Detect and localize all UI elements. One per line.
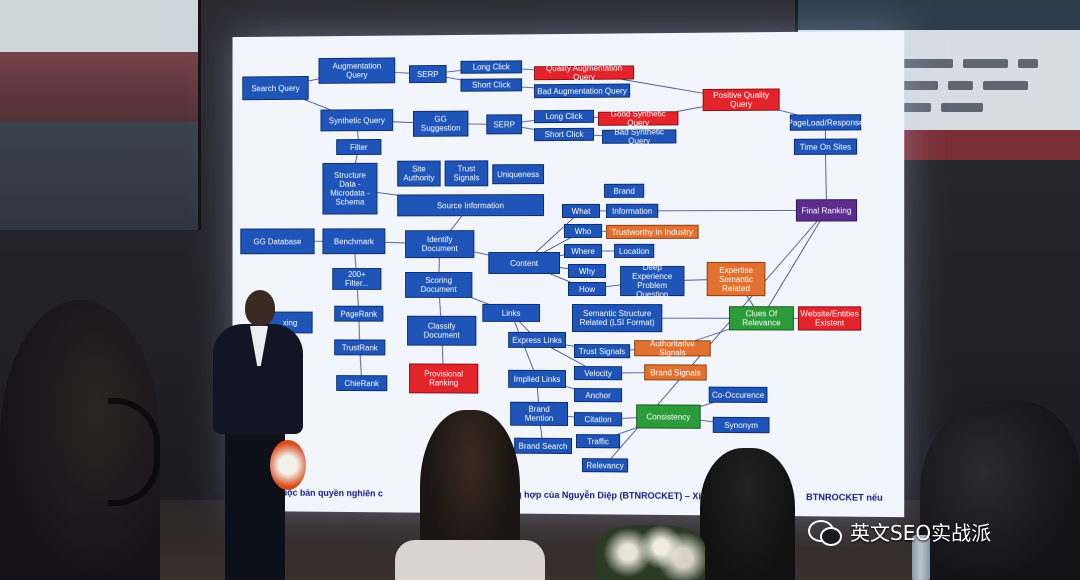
flow-box-short-click-2: Short Click xyxy=(534,127,595,142)
flow-box-bad-augmentation-query: Bad Augmentation Query xyxy=(534,83,631,99)
flow-box-clues-of-relevance: Clues Of Relevance xyxy=(728,306,794,331)
flow-box-where: Where xyxy=(564,243,603,258)
flow-box-traffic: Traffic xyxy=(575,434,621,449)
watermark: 英文SEO实战派 xyxy=(808,514,991,548)
flow-box-synonym: Synonym xyxy=(712,416,770,434)
flow-box-bad-synthetic-query: Bad Synthetic Query xyxy=(602,127,677,146)
flow-box-short-click-1: Short Click xyxy=(460,78,523,92)
connector-clues-of-relevance-to-final-ranking xyxy=(761,210,826,318)
flow-box-filter: Filter xyxy=(336,138,382,156)
flow-box-trustworthy-industry: Trustworthy In Industry xyxy=(606,224,699,239)
flow-box-consistency: Consistency xyxy=(636,404,701,429)
flow-box-scoring-document: Scoring Document xyxy=(405,272,473,298)
flow-box-trustrank: TrustRank xyxy=(334,339,386,356)
speaker-head xyxy=(245,290,275,326)
wechat-icon xyxy=(808,518,842,546)
flow-box-brand: Brand xyxy=(604,183,645,198)
flow-box-relevancy: Relevancy xyxy=(582,458,629,473)
water-bottle xyxy=(912,535,930,580)
flow-box-deep-experience: Deep Experience Problem Question xyxy=(620,263,685,299)
flow-box-filter-200: 200+ Filter... xyxy=(332,268,382,290)
flow-box-quality-augmentation-query: Quality Augmentation Query xyxy=(534,64,635,82)
speaker xyxy=(205,290,305,580)
flower-arrangement xyxy=(595,525,705,580)
flow-box-classify-document: Classify Document xyxy=(407,315,477,346)
flow-box-links: Links xyxy=(482,303,541,322)
left-side-screen xyxy=(0,0,201,230)
flow-box-velocity: Velocity xyxy=(573,366,623,381)
flow-box-semantic-structure: Semantic Structure Related (LSI Format) xyxy=(571,304,663,333)
audience-member-far-right xyxy=(920,400,1080,580)
flow-box-pageload-response: PageLoad/Response xyxy=(787,114,864,131)
flow-box-search-query: Search Query xyxy=(242,75,309,101)
flow-box-benchmark: Benchmark xyxy=(322,228,386,255)
flow-box-why: Why xyxy=(567,263,607,279)
flow-box-long-click-1: Long Click xyxy=(460,60,523,74)
flow-box-anchor: Anchor xyxy=(573,388,623,403)
flow-box-citation: Citation xyxy=(573,412,623,427)
audience-shirt xyxy=(395,540,545,580)
audience-member-right xyxy=(700,448,795,580)
flow-box-expertise-semantic: Expertise Semantic Related xyxy=(706,261,766,297)
flow-box-serp-1: SERP xyxy=(409,64,447,84)
flow-box-final-ranking: Final Ranking xyxy=(795,199,858,222)
flow-box-who: Who xyxy=(564,223,603,238)
flow-box-uniqueness: Uniqueness xyxy=(492,164,545,185)
flow-box-augmentation-query: Augmentation Query xyxy=(318,57,396,84)
flow-box-time-on-sites: Time On Sites xyxy=(793,138,858,155)
flow-box-what: What xyxy=(562,203,601,219)
flow-box-long-click-2: Long Click xyxy=(534,109,595,124)
flow-box-structure-data: Structure Data - Microdata - Schema xyxy=(322,162,378,215)
flow-box-gg-suggestion: GG Suggestion xyxy=(412,110,469,137)
flow-box-source-information: Source Information xyxy=(397,194,545,217)
flow-box-synthetic-query: Synthetic Query xyxy=(320,109,394,132)
flow-box-brand-signals: Brand Signals xyxy=(644,364,707,381)
flow-box-location: Location xyxy=(614,243,655,258)
flow-box-provisional-ranking: Provisional Ranking xyxy=(409,363,479,394)
flow-box-identify-document: Identify Document xyxy=(405,230,475,259)
flow-box-authoritative-signals: Authoritative Signals xyxy=(634,339,711,357)
flow-box-how: How xyxy=(567,282,607,297)
flow-box-serp-2: SERP xyxy=(486,114,523,135)
left-screen-banner xyxy=(0,0,198,52)
flow-box-brand-mention: Brand Mention xyxy=(510,401,568,427)
watermark-text: 英文SEO实战派 xyxy=(850,520,992,545)
flow-box-good-synthetic-query: Good Synthetic Query xyxy=(598,109,679,128)
flow-box-implied-links: Implied Links xyxy=(508,369,566,389)
flow-box-express-links: Express Links xyxy=(508,331,566,349)
flow-box-pagerank: PageRank xyxy=(334,305,384,322)
caption-part-2: tổng hợp của Nguyễn Diệp (BTNROCKET) – X… xyxy=(502,489,725,502)
rocket-logo-badge xyxy=(270,440,306,490)
caption-part-3: BTNROCKET nếu có trích dẫn... xyxy=(806,492,886,503)
right-screen-header xyxy=(798,0,1080,30)
flow-box-information: Information xyxy=(606,203,659,218)
flow-box-content: Content xyxy=(488,252,561,274)
flow-box-brand-search: Brand Search xyxy=(514,437,572,455)
left-screen-band xyxy=(0,52,198,122)
flow-box-gg-database: GG Database xyxy=(240,228,315,255)
flow-box-site-authority: Site Authority xyxy=(397,160,441,187)
flow-box-chierank: ChieRank xyxy=(336,375,388,392)
flow-box-website-entities: Website/Entities Existent xyxy=(797,306,862,331)
flow-box-positive-quality-query: Positive Quality Query xyxy=(702,88,780,112)
flow-box-trust-signals: Trust Signals xyxy=(444,160,489,187)
flow-box-co-occurence: Co-Occurence xyxy=(708,386,768,404)
flow-box-trust-signals-2: Trust Signals xyxy=(573,344,631,359)
